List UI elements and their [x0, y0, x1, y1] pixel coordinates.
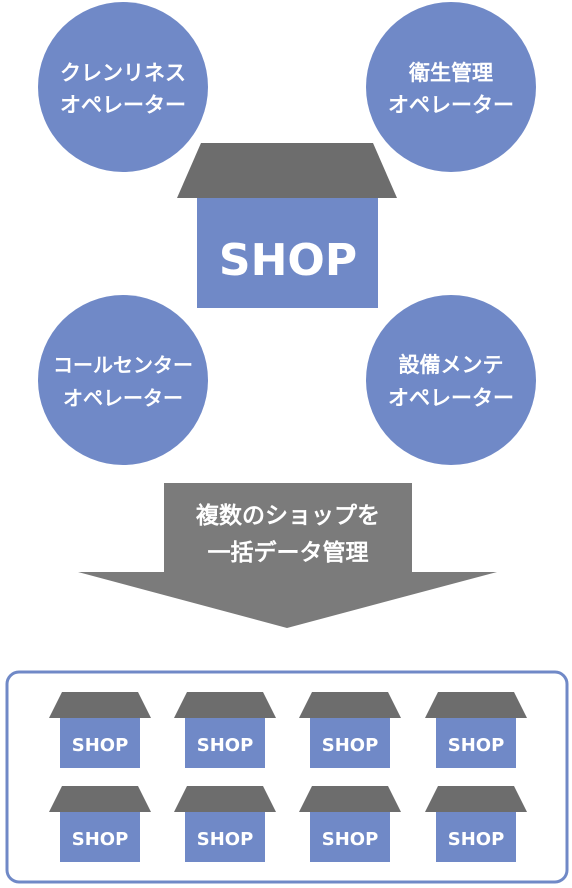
operator-label-line1: 衛生管理: [408, 61, 493, 85]
shop-building: [185, 718, 265, 768]
arrow-shape: [78, 483, 497, 628]
shop-building: [197, 198, 378, 308]
shop-label: SHOP: [322, 829, 379, 850]
shop-item: SHOP: [299, 692, 401, 768]
shop-label: SHOP: [72, 829, 129, 850]
shop-roof: [49, 692, 151, 718]
shop-building: [60, 718, 140, 768]
shop-label: SHOP: [72, 735, 129, 756]
operator-circle: [366, 295, 536, 465]
center-shop: SHOP: [177, 143, 397, 308]
shop-item: SHOP: [299, 786, 401, 862]
operator-label-line2: オペレーター: [388, 386, 514, 410]
shop-roof: [174, 786, 276, 812]
shop-label: SHOP: [448, 829, 505, 850]
operator-label-line1: クレンリネス: [60, 61, 186, 85]
shop-roof: [174, 692, 276, 718]
operator-cleanliness: クレンリネス オペレーター: [38, 2, 208, 172]
shop-label: SHOP: [448, 735, 505, 756]
operator-circle: [38, 2, 208, 172]
shop-label: SHOP: [197, 735, 254, 756]
operator-label-line2: オペレーター: [388, 93, 514, 117]
shop-building: [436, 812, 516, 862]
shop-building: [310, 718, 390, 768]
shop-roof: [49, 786, 151, 812]
shop-roof: [425, 692, 527, 718]
operator-callcenter: コールセンター オペレーター: [38, 295, 208, 465]
shop-roof: [425, 786, 527, 812]
arrow-label-line1: 複数のショップを: [196, 502, 380, 529]
shop-building: [60, 812, 140, 862]
shop-item: SHOP: [49, 786, 151, 862]
center-shop-label: SHOP: [219, 235, 357, 286]
shop-roof: [299, 692, 401, 718]
operator-label-line2: オペレーター: [63, 386, 183, 410]
shop-item: SHOP: [49, 692, 151, 768]
operator-label-line1: コールセンター: [53, 353, 193, 377]
operator-hygiene: 衛生管理 オペレーター: [366, 2, 536, 172]
shop-label: SHOP: [197, 829, 254, 850]
shop-building: [436, 718, 516, 768]
shop-roof: [299, 786, 401, 812]
shop-item: SHOP: [174, 692, 276, 768]
shops-panel: [5, 670, 569, 884]
shop-item: SHOP: [425, 786, 527, 862]
shop-item: SHOP: [425, 692, 527, 768]
shop-building: [310, 812, 390, 862]
shop-label: SHOP: [322, 735, 379, 756]
shop-item: SHOP: [174, 786, 276, 862]
shop-roof: [177, 143, 397, 198]
operator-label-line1: 設備メンテ: [399, 353, 504, 377]
shops-grid: SHOP SHOP SHOP SHOP SHOP SHOP SHOP SHOP: [49, 692, 527, 862]
operator-maintenance: 設備メンテ オペレーター: [366, 295, 536, 465]
down-arrow: 複数のショップを 一括データ管理: [78, 483, 497, 628]
operator-circle: [38, 295, 208, 465]
arrow-label-line2: 一括データ管理: [208, 539, 369, 566]
operator-label-line2: オペレーター: [60, 93, 186, 117]
shop-building: [185, 812, 265, 862]
operator-circle: [366, 2, 536, 172]
